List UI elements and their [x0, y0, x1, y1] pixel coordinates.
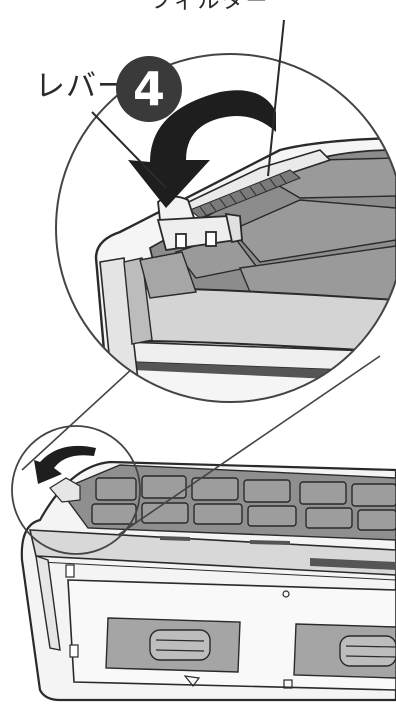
step-number-badge: 4 — [116, 56, 182, 122]
lever-label: レバー — [35, 72, 128, 102]
vent-left — [106, 618, 240, 672]
filter-label: フィルター — [150, 0, 270, 14]
vent-right — [294, 624, 396, 678]
side-slot — [66, 565, 74, 577]
filter-grid — [60, 465, 396, 540]
